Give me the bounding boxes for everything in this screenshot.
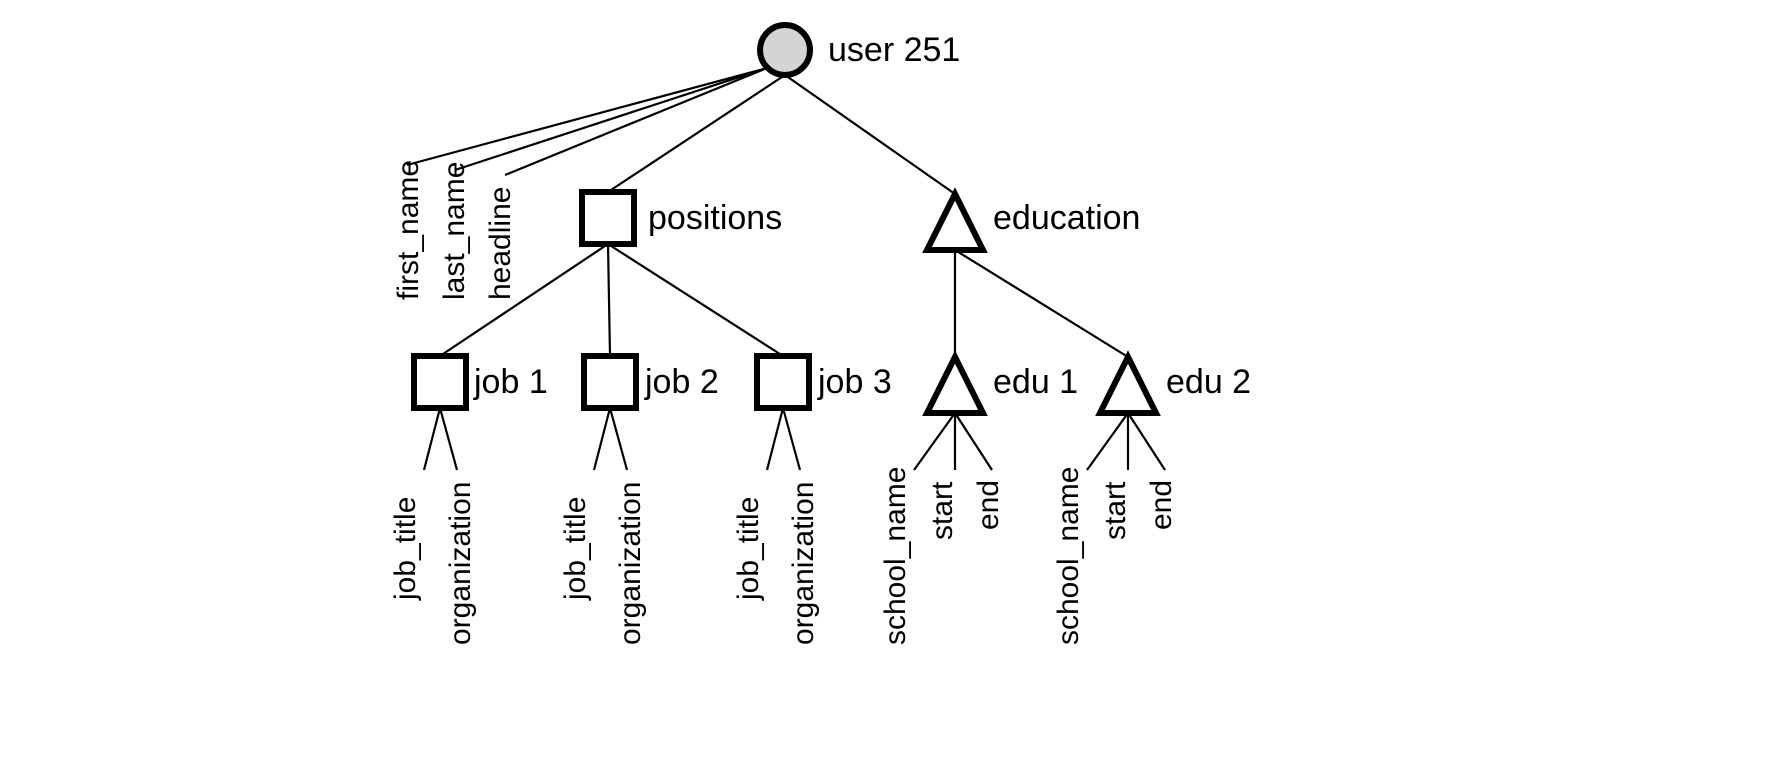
edge-job3-attr-4 bbox=[765, 407, 785, 471]
attr-label-edu1-school_name: school_name bbox=[879, 467, 912, 645]
node-label-user: user 251 bbox=[828, 31, 960, 69]
node-job2-square-icon[interactable] bbox=[581, 353, 639, 411]
edges-layer bbox=[406, 66, 1166, 471]
node-label-edu2: edu 2 bbox=[1166, 363, 1251, 401]
attr-label-job1-job_title: job_title bbox=[389, 497, 422, 601]
node-education-triangle-icon[interactable] bbox=[922, 187, 988, 253]
node-job3-square-icon[interactable] bbox=[754, 353, 812, 411]
attr-label-root-first_name: first_name bbox=[392, 160, 425, 300]
attr-label-job1-organization: organization bbox=[444, 482, 477, 645]
attr-label-edu2-school_name: school_name bbox=[1052, 467, 1085, 645]
node-label-job1: job 1 bbox=[473, 363, 548, 401]
attr-label-edu1-end: end bbox=[972, 480, 1005, 530]
attr-label-edu2-end: end bbox=[1145, 480, 1178, 530]
node-job1-square-icon[interactable] bbox=[411, 353, 469, 411]
edge-root-education bbox=[784, 74, 956, 195]
attr-label-job2-job_title: job_title bbox=[559, 497, 592, 601]
node-edu2-triangle-icon[interactable] bbox=[1095, 350, 1161, 416]
edge-edu1-attr-6 bbox=[913, 412, 956, 471]
edge-job2-attr-2 bbox=[592, 407, 612, 471]
attr-label-job3-organization: organization bbox=[787, 482, 820, 645]
node-user-circle-icon[interactable] bbox=[757, 22, 813, 78]
node-positions-square-icon[interactable] bbox=[579, 189, 637, 247]
attr-label-edu1-start: start bbox=[926, 481, 959, 540]
attr-label-root-headline: headline bbox=[484, 187, 517, 300]
node-label-job3: job 3 bbox=[817, 363, 892, 401]
edge-job1-attr-1 bbox=[438, 407, 459, 471]
node-edu1-triangle-icon[interactable] bbox=[922, 350, 988, 416]
edge-root-attr-0 bbox=[406, 66, 768, 167]
edge-job2-attr-3 bbox=[608, 407, 629, 471]
attr-label-root-last_name: last_name bbox=[438, 162, 471, 300]
edge-education-edu2 bbox=[954, 249, 1129, 358]
node-label-job2: job 2 bbox=[644, 363, 719, 401]
edge-edu2-attr-11 bbox=[1127, 412, 1166, 471]
nodes-layer bbox=[411, 22, 1161, 416]
node-label-positions: positions bbox=[648, 199, 782, 237]
attr-label-job3-job_title: job_title bbox=[732, 497, 765, 601]
edge-positions-job2 bbox=[606, 243, 612, 357]
edge-job1-attr-0 bbox=[422, 407, 442, 471]
edge-root-positions bbox=[607, 74, 786, 193]
edge-positions-job1 bbox=[439, 243, 609, 357]
edge-job3-attr-5 bbox=[781, 407, 802, 471]
node-label-education: education bbox=[993, 199, 1140, 237]
attr-label-job2-organization: organization bbox=[614, 482, 647, 645]
edge-root-attr-2 bbox=[504, 66, 768, 177]
edge-edu1-attr-8 bbox=[954, 412, 993, 471]
node-label-edu1: edu 1 bbox=[993, 363, 1078, 401]
edge-edu2-attr-9 bbox=[1086, 412, 1129, 471]
edge-positions-job3 bbox=[607, 243, 784, 357]
edge-root-attr-1 bbox=[454, 66, 768, 172]
labels-layer: user 251 positions education job 1 job 2 job … bbox=[389, 31, 1251, 645]
attr-label-edu2-start: start bbox=[1099, 481, 1132, 540]
